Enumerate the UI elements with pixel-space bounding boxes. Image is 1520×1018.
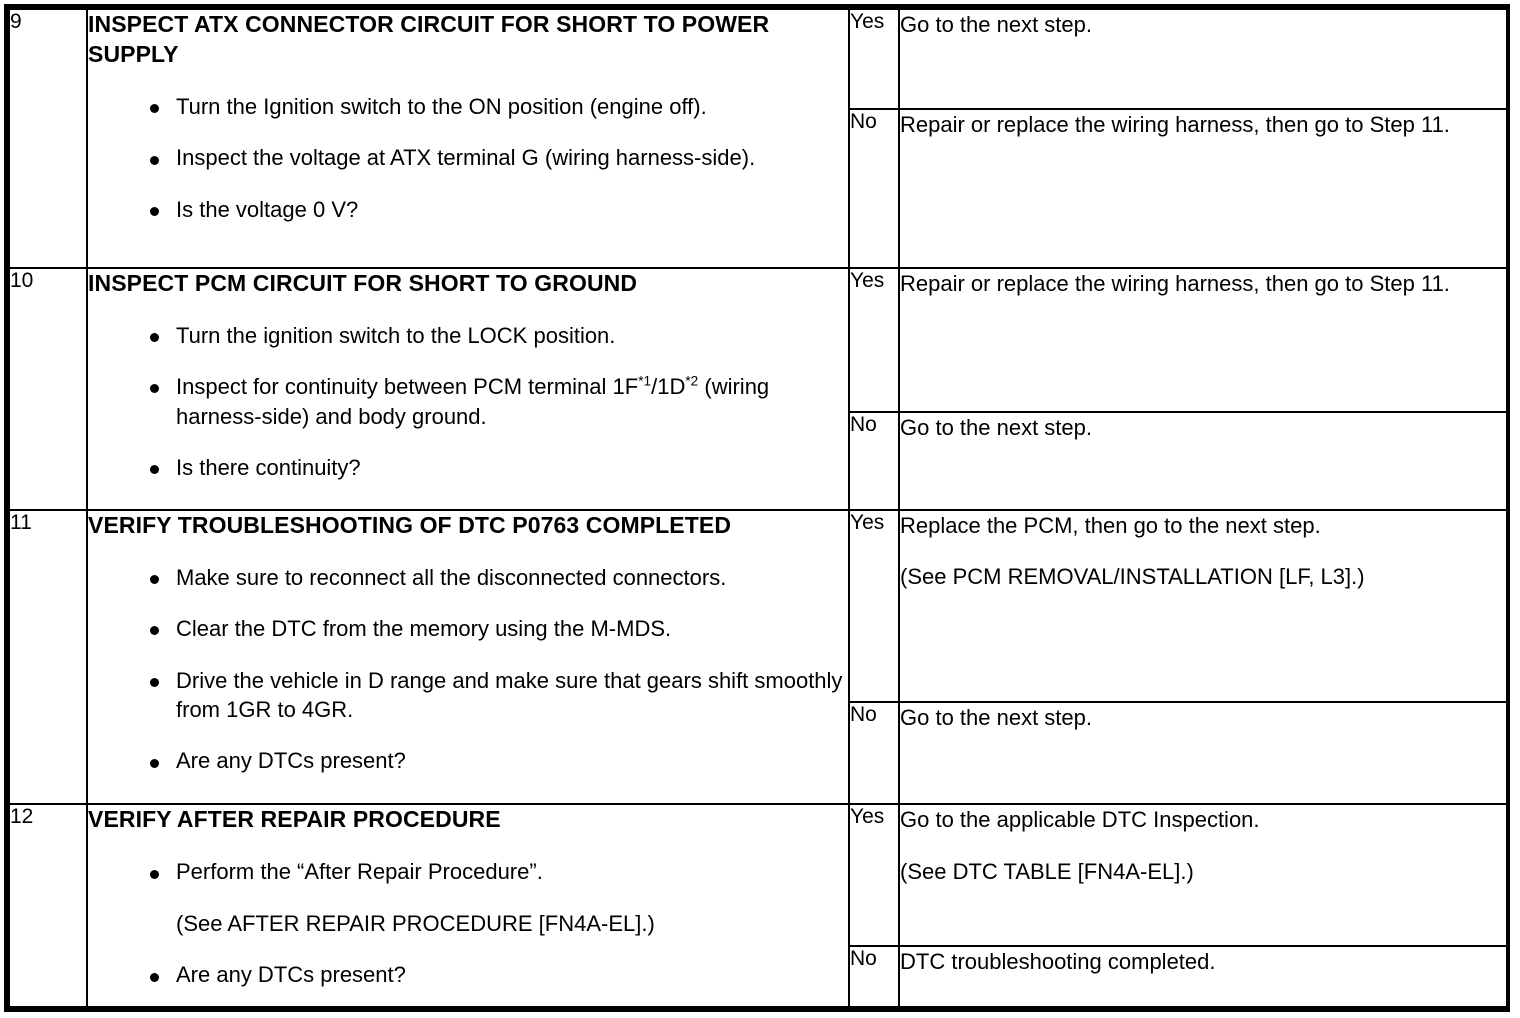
step-number: 10 — [10, 268, 34, 292]
yes-label: Yes — [850, 10, 885, 33]
list-item-reference: (See AFTER REPAIR PROCEDURE [FN4A-EL].) — [176, 910, 655, 936]
list-item: Turn the Ignition switch to the ON posit… — [136, 92, 848, 121]
step-title: INSPECT ATX CONNECTOR CIRCUIT FOR SHORT … — [88, 11, 770, 67]
answer-label-yes: Yes — [848, 266, 900, 413]
no-label: No — [850, 702, 877, 726]
answer-label-no: No — [848, 700, 900, 806]
action-text: Repair or replace the wiring harness, th… — [900, 270, 1450, 296]
footnote-ref-1: *1 — [638, 373, 652, 389]
action-cell-yes: Replace the PCM, then go to the next ste… — [898, 508, 1508, 703]
action-cell-no: DTC troubleshooting completed. — [898, 945, 1508, 1008]
step-bullet-list: Make sure to reconnect all the disconnec… — [88, 563, 848, 776]
step-number: 12 — [10, 805, 34, 829]
step-title: VERIFY TROUBLESHOOTING OF DTC P0763 COMP… — [88, 511, 732, 538]
action-text: Replace the PCM, then go to the next ste… — [900, 512, 1321, 538]
list-item-pcm-terminal: Inspect for continuity between PCM termi… — [136, 372, 848, 431]
answer-label-yes: Yes — [848, 508, 900, 703]
table-row: No Go to the next step. — [9, 410, 1508, 511]
list-item: Are any DTCs present? — [136, 746, 848, 775]
step-number: 11 — [10, 510, 32, 534]
yes-label: Yes — [850, 510, 885, 534]
answer-label-no: No — [848, 945, 900, 1008]
table-row: No DTC troubleshooting completed. — [9, 945, 1508, 1008]
step-bullet-list: Turn the ignition switch to the LOCK pos… — [88, 321, 848, 483]
action-reference: (See PCM REMOVAL/INSTALLATION [LF, L3].) — [900, 563, 1365, 589]
list-item: Make sure to reconnect all the disconnec… — [136, 563, 848, 592]
action-text: Go to the next step. — [900, 414, 1093, 440]
list-item: Is there continuity? — [136, 453, 848, 482]
table-row: No Go to the next step. — [9, 700, 1508, 806]
diagnostic-step-table: 9 INSPECT ATX CONNECTOR CIRCUIT FOR SHOR… — [4, 4, 1510, 1012]
action-text: DTC troubleshooting completed. — [900, 949, 1216, 975]
list-item: Are any DTCs present? — [136, 960, 848, 989]
step-number-cell: 10 — [8, 266, 88, 511]
footnote-ref-2: *2 — [685, 373, 699, 389]
yes-label: Yes — [850, 805, 885, 829]
no-label: No — [850, 110, 877, 133]
step-body-cell: INSPECT PCM CIRCUIT FOR SHORT TO GROUND … — [86, 266, 850, 511]
action-text: Go to the next step. — [900, 704, 1093, 730]
action-reference: (See DTC TABLE [FN4A-EL].) — [900, 858, 1194, 884]
no-label: No — [850, 412, 877, 436]
action-text: Go to the next step. — [900, 12, 1093, 37]
pcm-text-pre: Inspect for continuity between PCM termi… — [176, 374, 639, 400]
answer-label-no: No — [848, 108, 900, 269]
answer-label-yes: Yes — [848, 803, 900, 948]
table-row: No Repair or replace the wiring harness,… — [9, 108, 1508, 269]
list-item: Inspect the voltage at ATX terminal G (w… — [136, 143, 848, 172]
step-number: 9 — [10, 10, 22, 33]
answer-label-no: No — [848, 410, 900, 511]
step-number-cell: 9 — [8, 8, 88, 269]
action-cell-yes: Go to the applicable DTC Inspection. (Se… — [898, 803, 1508, 948]
table-row: 12 VERIFY AFTER REPAIR PROCEDURE Perform… — [8, 803, 1508, 1008]
pcm-text-mid: /1D — [651, 374, 686, 400]
step-bullet-list: Perform the “After Repair Procedure”. (S… — [88, 857, 848, 989]
action-cell-no: Go to the next step. — [898, 410, 1508, 511]
list-item: Drive the vehicle in D range and make su… — [136, 666, 848, 725]
step-bullet-list: Turn the Ignition switch to the ON posit… — [88, 92, 848, 224]
action-text: Repair or replace the wiring harness, th… — [900, 112, 1450, 137]
step-body-cell: VERIFY AFTER REPAIR PROCEDURE Perform th… — [86, 803, 850, 1008]
list-item: Turn the ignition switch to the LOCK pos… — [136, 321, 848, 350]
step-body-cell: INSPECT ATX CONNECTOR CIRCUIT FOR SHORT … — [86, 8, 850, 269]
table-row: 10 INSPECT PCM CIRCUIT FOR SHORT TO GROU… — [8, 266, 1508, 511]
list-item: Perform the “After Repair Procedure”. — [136, 857, 848, 886]
step-title: INSPECT PCM CIRCUIT FOR SHORT TO GROUND — [88, 269, 638, 296]
troubleshooting-grid: 9 INSPECT ATX CONNECTOR CIRCUIT FOR SHOR… — [8, 8, 1508, 1008]
list-item: Is the voltage 0 V? — [136, 195, 848, 224]
answer-label-yes: Yes — [848, 8, 900, 110]
table-row: 11 VERIFY TROUBLESHOOTING OF DTC P0763 C… — [8, 508, 1508, 806]
yes-label: Yes — [850, 268, 885, 292]
step-number-cell: 11 — [8, 508, 88, 806]
action-cell-yes: Go to the next step. — [898, 8, 1508, 110]
step-number-cell: 12 — [8, 803, 88, 1008]
step-body-cell: VERIFY TROUBLESHOOTING OF DTC P0763 COMP… — [86, 508, 850, 806]
table-row: 9 INSPECT ATX CONNECTOR CIRCUIT FOR SHOR… — [8, 8, 1508, 269]
step-title: VERIFY AFTER REPAIR PROCEDURE — [88, 806, 501, 833]
action-cell-no: Go to the next step. — [898, 700, 1508, 806]
action-cell-no: Repair or replace the wiring harness, th… — [898, 108, 1508, 269]
no-label: No — [850, 947, 877, 971]
pcm-text-post: (wiring harness-side) and body ground. — [176, 374, 770, 429]
action-cell-yes: Repair or replace the wiring harness, th… — [898, 266, 1508, 413]
list-item: Clear the DTC from the memory using the … — [136, 614, 848, 643]
action-text: Go to the applicable DTC Inspection. — [900, 807, 1260, 833]
